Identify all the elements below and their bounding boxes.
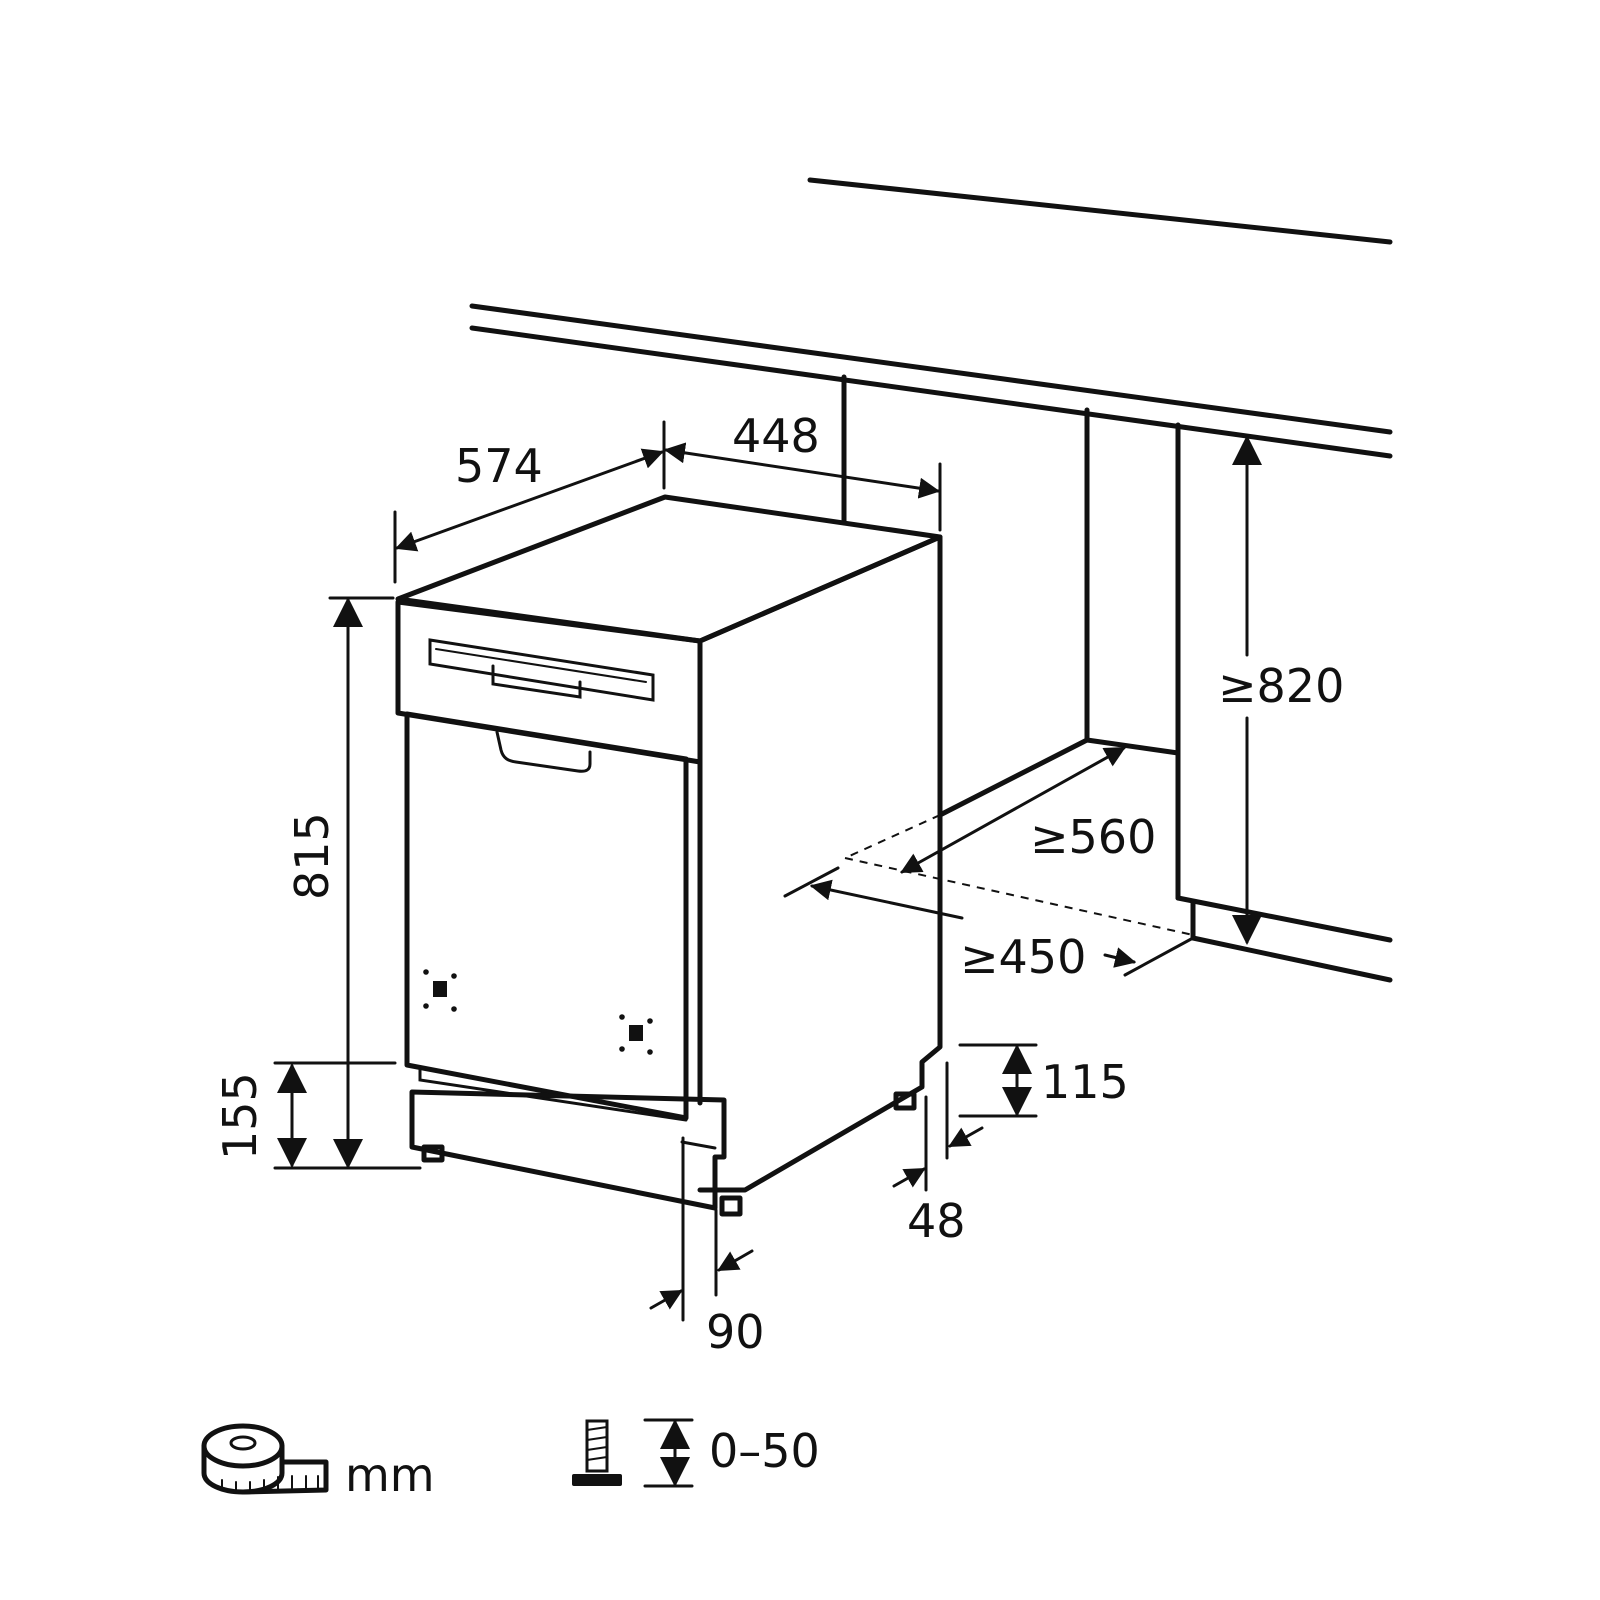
depth-label: 448 [732, 409, 820, 463]
foot-range-label: 0–50 [709, 1424, 820, 1478]
panel-handle [491, 664, 582, 699]
plinth-step [680, 1140, 717, 1150]
door-offset-label: 90 [706, 1305, 765, 1359]
toe-kick-depth-arrow-left [892, 1167, 926, 1188]
unit-label: mm [345, 1448, 435, 1502]
legend: mm 0–50 [201, 1418, 820, 1502]
niche-depth-label: ≥560 [1030, 810, 1156, 864]
niche-front-dash-left [844, 814, 941, 859]
niche-width-extension-left [783, 866, 840, 898]
plinth-height-label: 155 [213, 1072, 267, 1160]
upper-counter-line [807, 177, 1393, 245]
toe-kick-depth-label: 48 [907, 1194, 966, 1248]
dishwasher-side [697, 534, 943, 1193]
niche-height-label: ≥820 [1218, 659, 1344, 713]
panel-slot [428, 638, 655, 702]
front-left-foot [421, 1144, 445, 1163]
dishwasher-door [404, 711, 689, 1121]
worktop-top-edge [469, 303, 1393, 435]
plinth-top-edge [418, 1068, 688, 1122]
tape-measure-icon [201, 1423, 329, 1495]
rear-foot [893, 1091, 917, 1111]
niche-depth-dimension-line [900, 746, 1126, 874]
width-dimension-line [395, 448, 664, 552]
niche-width-line-left [809, 879, 964, 920]
niche-width-extension [1123, 936, 1195, 977]
panel-slot-inner-line [435, 648, 647, 683]
adjustable-foot-icon [572, 1419, 622, 1486]
dimension-labels: 574 448 815 155 ≥820 ≥560 ≥450 115 48 90 [213, 409, 1344, 1359]
kitchen-niche [469, 177, 1393, 983]
niche-width-label: ≥450 [960, 930, 1086, 984]
cabinet-plinth-top [1175, 895, 1393, 943]
toe-kick-height-label: 115 [1041, 1055, 1129, 1109]
door-offset-arrow-right [717, 1249, 754, 1272]
front-right-foot [719, 1195, 743, 1217]
dishwasher [395, 494, 943, 1217]
width-label: 574 [455, 439, 543, 493]
dimension-lines [273, 420, 1262, 1322]
niche-floor-left [937, 737, 1090, 818]
door-offset-arrow-left [649, 1289, 683, 1310]
niche-front-dash-bottom [844, 857, 1194, 936]
niche-width-line-right [1103, 947, 1137, 968]
cabinet-plinth-bottom [1190, 935, 1393, 983]
door-symbol-left [423, 969, 457, 1012]
toe-kick-depth-arrow-right [948, 1126, 984, 1148]
depth-dimension-line [663, 442, 941, 499]
height-label: 815 [285, 812, 339, 900]
door-symbol-right [619, 1014, 653, 1055]
worktop-bottom-edge [469, 325, 1393, 459]
door-handle [495, 730, 592, 773]
plinth [409, 1089, 727, 1211]
niche-floor-back [1084, 737, 1181, 756]
